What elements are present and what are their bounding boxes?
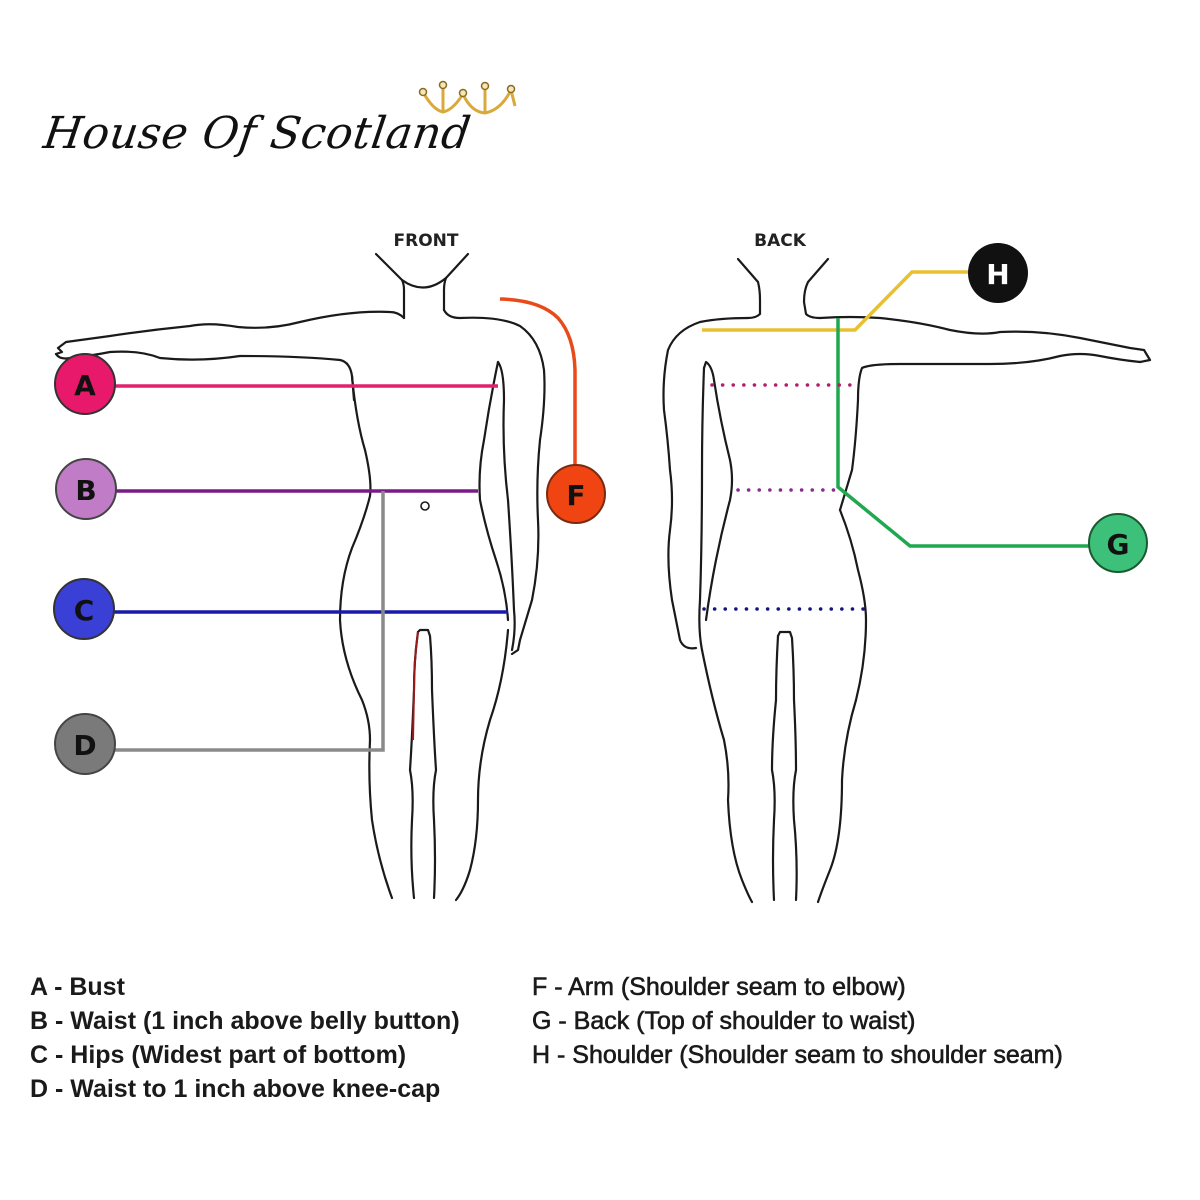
marker-d-label: D (73, 729, 96, 762)
marker-c-label: C (74, 594, 95, 627)
measure-line-d (112, 491, 385, 752)
front-figure (54, 252, 546, 902)
back-view-label: BACK (754, 231, 807, 251)
back-figure (662, 257, 1152, 904)
legend-item-f: F - Arm (Shoulder seam to elbow) (532, 973, 906, 1002)
marker-b-label: B (75, 474, 96, 507)
measure-line-f (499, 297, 577, 468)
legend-item-d: D - Waist to 1 inch above knee-cap (30, 1075, 441, 1103)
marker-a-label: A (74, 369, 96, 402)
marker-b: B (55, 458, 117, 520)
marker-g-label: G (1107, 528, 1130, 561)
marker-a: A (54, 353, 116, 415)
marker-f-label: F (566, 479, 585, 512)
legend-item-b: B - Waist (1 inch above belly button) (30, 1007, 460, 1035)
marker-h-label: H (986, 258, 1009, 291)
marker-d: D (54, 713, 116, 775)
legend-right-column: F - Arm (Shoulder seam to elbow) G - Bac… (532, 970, 1063, 1072)
legend-item-c: C - Hips (Widest part of bottom) (30, 1041, 407, 1069)
marker-c: C (53, 578, 115, 640)
crown-icon (418, 80, 517, 115)
marker-h: H (968, 243, 1028, 303)
measure-line-g (836, 318, 1092, 548)
measurement-diagram: A B C D F FRONT (53, 231, 1152, 904)
front-inner-leg-accent (412, 631, 419, 741)
marker-g: G (1088, 513, 1148, 573)
legend-item-a: A - Bust (30, 973, 125, 1001)
legend-item-g: G - Back (Top of shoulder to waist) (532, 1007, 916, 1036)
front-view-label: FRONT (394, 231, 459, 251)
marker-f: F (546, 464, 606, 524)
measure-line-h (702, 270, 972, 332)
legend-item-h: H - Shoulder (Shoulder seam to shoulder … (532, 1041, 1063, 1070)
brand-logo: House Of Scotland (40, 80, 540, 190)
legend-left-column: A - Bust B - Waist (1 inch above belly b… (30, 970, 460, 1106)
